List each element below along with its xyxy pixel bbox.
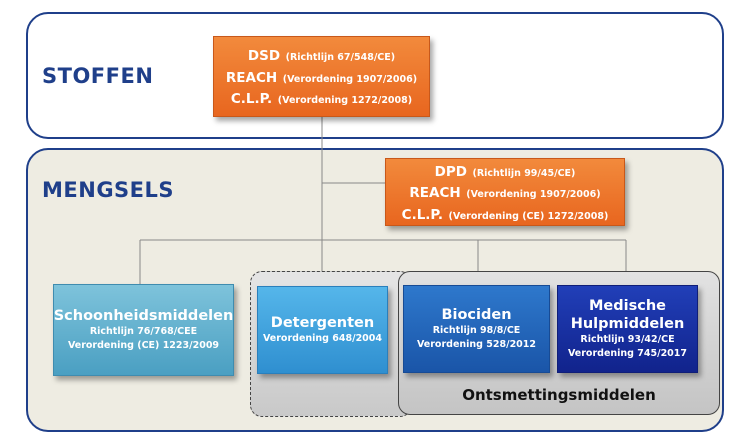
biociden-title: Biociden	[441, 307, 512, 324]
dpd-clp-label: C.L.P.	[401, 206, 443, 223]
reach-label: REACH	[225, 69, 278, 86]
schoonheidsmiddelen-line2: Verordening (CE) 1223/2009	[67, 340, 220, 352]
detergenten-line1: Verordening 648/2004	[262, 333, 383, 345]
dsd-label: DSD	[247, 48, 281, 65]
stoffen-title: STOFFEN	[42, 64, 154, 88]
dsd-ref: (Richtlijn 67/548/CE)	[285, 52, 396, 64]
biociden-line2: Verordening 528/2012	[416, 339, 537, 351]
detergenten-title: Detergenten	[270, 315, 375, 332]
schoonheidsmiddelen-line1: Richtlijn 76/768/CEE	[89, 326, 198, 338]
reach-ref: (Verordening 1907/2006)	[282, 73, 418, 85]
schoonheidsmiddelen-box: Schoonheidsmiddelen Richtlijn 76/768/CEE…	[53, 284, 234, 376]
biociden-box: Biociden Richtlijn 98/8/CE Verordening 5…	[403, 285, 550, 373]
medische-line1: Richtlijn 93/42/CE	[580, 334, 675, 346]
clp-ref: (Verordening 1272/2008)	[277, 95, 413, 107]
mengsels-title: MENGSELS	[42, 178, 175, 202]
dpd-reach-label: REACH	[409, 185, 461, 202]
dpd-label: DPD	[434, 163, 467, 180]
biociden-line1: Richtlijn 98/8/CE	[432, 325, 521, 337]
detergenten-box: Detergenten Verordening 648/2004	[257, 286, 388, 374]
medische-title1: Medische	[589, 298, 666, 315]
dsd-box: DSD (Richtlijn 67/548/CE) REACH (Verorde…	[213, 36, 430, 117]
schoonheidsmiddelen-title: Schoonheidsmiddelen	[53, 308, 234, 325]
clp-label: C.L.P.	[230, 91, 273, 108]
dpd-ref: (Richtlijn 99/45/CE)	[472, 167, 576, 179]
medische-hulpmiddelen-box: Medische Hulpmiddelen Richtlijn 93/42/CE…	[557, 285, 698, 373]
medische-line2: Verordening 745/2017	[567, 348, 688, 360]
medische-title2: Hulpmiddelen	[570, 316, 685, 333]
dpd-reach-ref: (Verordening 1907/2006)	[466, 189, 601, 201]
ontsmettingsmiddelen-label: Ontsmettingsmiddelen	[462, 386, 656, 404]
dpd-clp-ref: (Verordening (CE) 1272/2008)	[448, 210, 609, 222]
dpd-box: DPD (Richtlijn 99/45/CE) REACH (Verorden…	[385, 158, 625, 226]
